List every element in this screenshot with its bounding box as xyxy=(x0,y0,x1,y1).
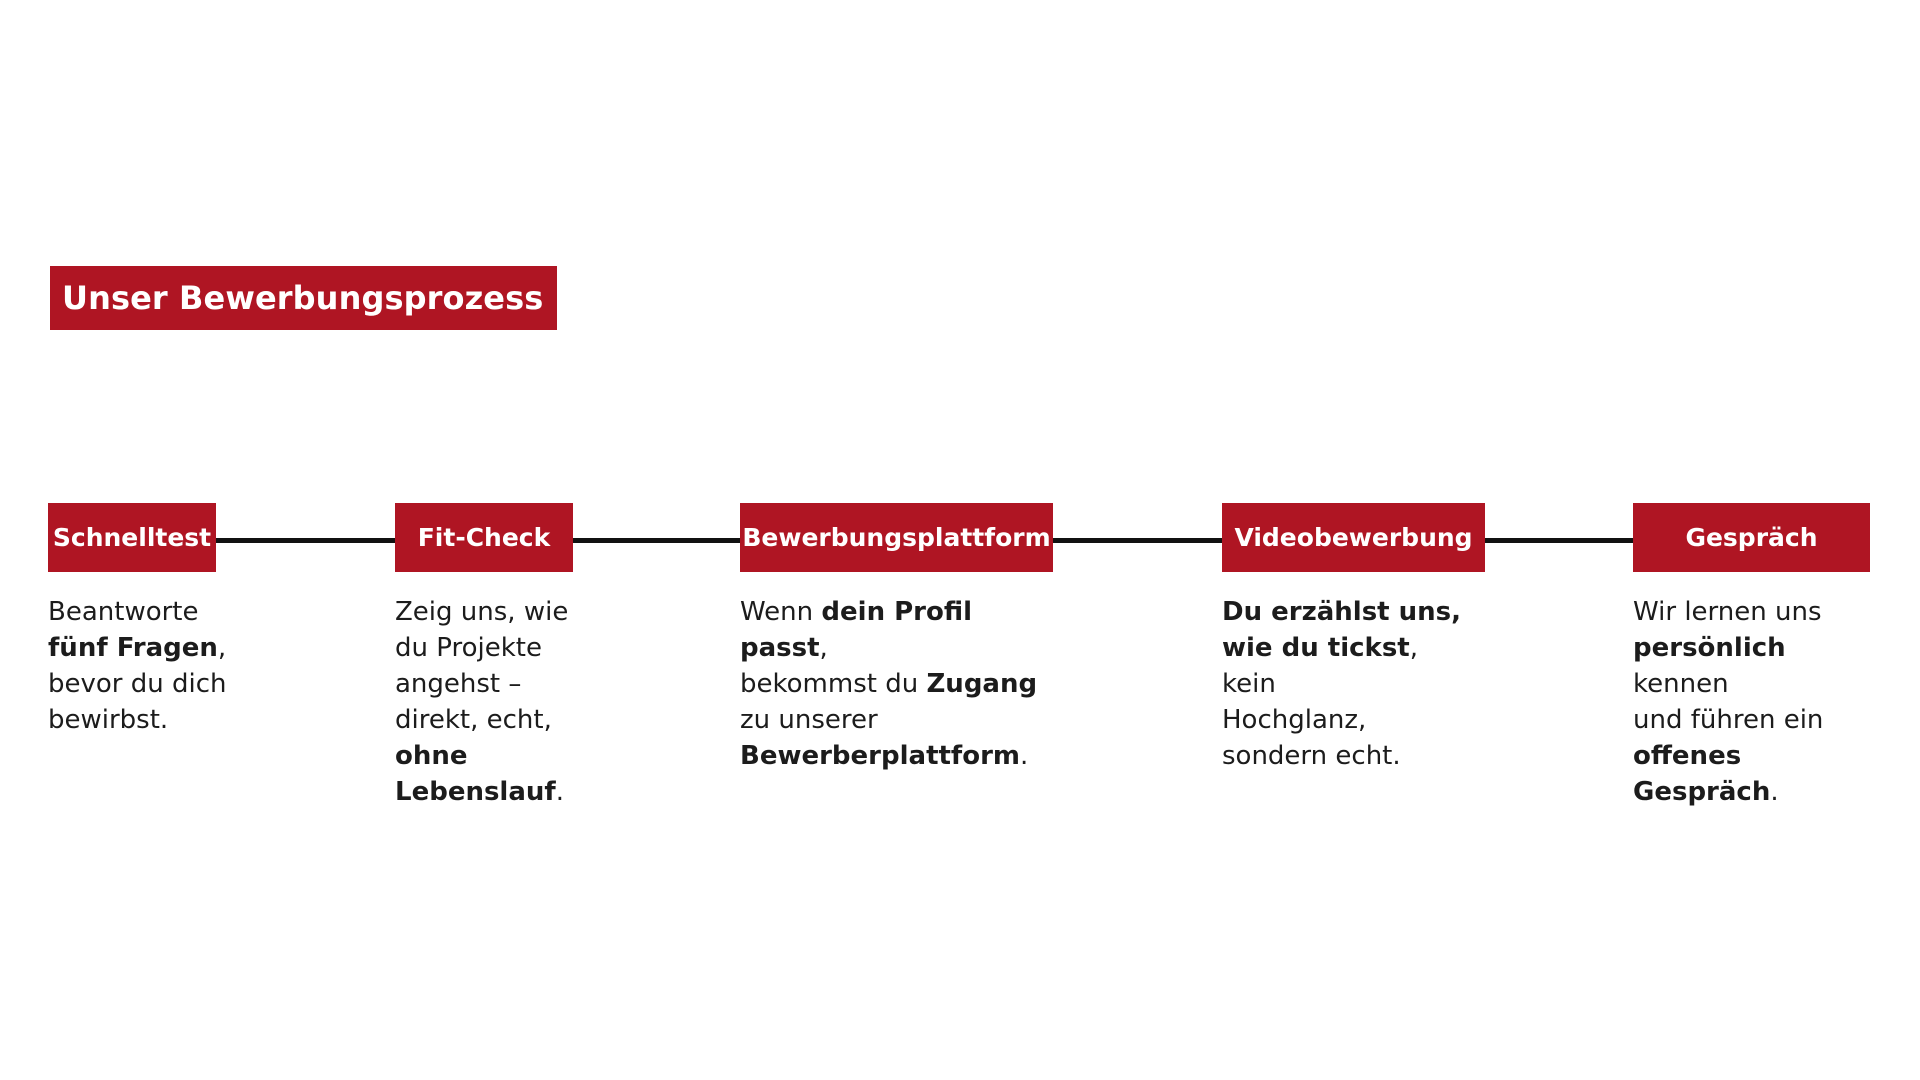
connector-line-3-4 xyxy=(1051,538,1224,543)
step-badge-5[interactable]: Gespräch xyxy=(1633,503,1870,572)
step-badge-label-2: Fit-Check xyxy=(417,523,551,552)
step-badge-4[interactable]: Videobewerbung xyxy=(1222,503,1485,572)
step-badge-label-1: Schnelltest xyxy=(52,523,212,552)
step-badge-label-4: Videobewerbung xyxy=(1234,523,1473,552)
step-badge-2[interactable]: Fit-Check xyxy=(395,503,573,572)
process-step-4: Videobewerbung Du erzählst uns,wie du ti… xyxy=(1222,503,1485,774)
step-description-3: Wenn dein Profil passt,bekommst du Zugan… xyxy=(740,597,1038,771)
step-badge-label-5: Gespräch xyxy=(1685,523,1818,552)
step-badge-label-3: Bewerbungsplattform xyxy=(742,523,1051,552)
connector-line-4-5 xyxy=(1483,538,1635,543)
process-step-3: Bewerbungsplattform Wenn dein Profil pas… xyxy=(740,503,1053,774)
connector-line-1-2 xyxy=(216,538,397,543)
page-title-band: Unser Bewerbungsprozess xyxy=(50,266,558,330)
step-badge-1[interactable]: Schnelltest xyxy=(48,503,216,572)
step-badge-3[interactable]: Bewerbungsplattform xyxy=(740,503,1053,572)
page-title: Unser Bewerbungsprozess xyxy=(62,279,544,317)
connector-line-2-3 xyxy=(571,538,742,543)
